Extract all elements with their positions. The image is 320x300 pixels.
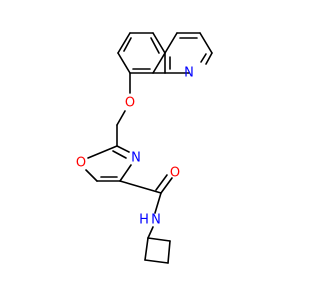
- bond-c4-carbonyl: [119, 180, 162, 194]
- oxazole-nitrogen-label: N: [131, 151, 141, 166]
- bond-carbonyl-n: [154, 192, 162, 214]
- quinoline-pyridine-ring: [152, 32, 213, 74]
- amide-nitrogen-label: N: [151, 213, 161, 228]
- oxazole-oxygen-label: O: [76, 156, 86, 171]
- carbonyl-oxygen-label: O: [170, 166, 180, 181]
- bond-n-cyclobutyl: [147, 226, 154, 239]
- cyclobutyl-ring: [144, 237, 171, 264]
- amide-hydrogen-label: H: [139, 213, 149, 228]
- molecule-canvas: N O N O O N H: [75, 32, 213, 264]
- oxazole-ring: [85, 145, 132, 182]
- ether-oxygen-label: O: [125, 96, 135, 111]
- quinoline-nitrogen-label: N: [184, 66, 194, 81]
- carbonyl-double-bond: [155, 174, 173, 194]
- structure-diagram: N O N O O N H: [76, 32, 213, 264]
- bond-o-ch2: [116, 110, 126, 126]
- quinoline-benzo-ring: [117, 32, 166, 74]
